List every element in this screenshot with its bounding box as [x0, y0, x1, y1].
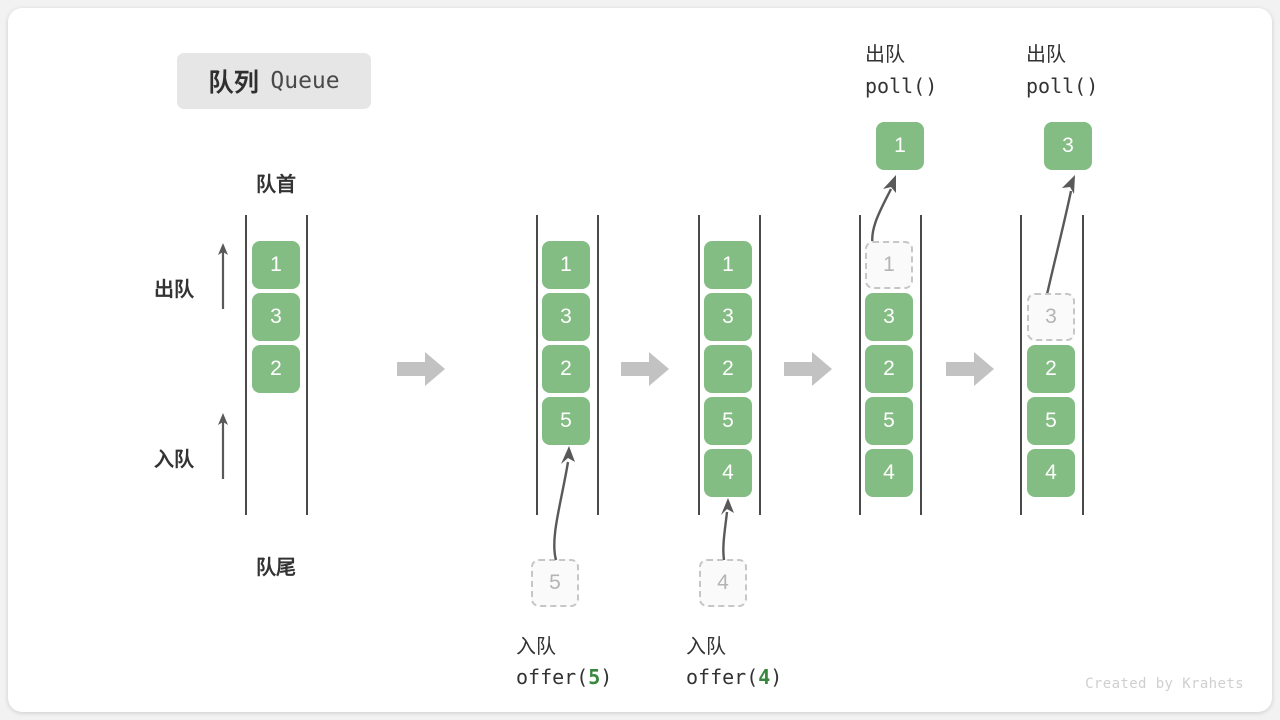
label-dequeue-direction: 出队: [154, 279, 194, 301]
stage-offer4-cell-1: 3: [704, 293, 752, 341]
stage-arrow-4-icon: [946, 352, 994, 386]
stage-initial-rail-right: [306, 215, 308, 515]
stage-poll3-label-code: poll(): [1026, 74, 1099, 98]
stage-poll3-rail-right: [1082, 215, 1084, 515]
stage-poll3-cell-2: 5: [1027, 397, 1075, 445]
stage-initial-cell-1: 3: [252, 293, 300, 341]
title-chinese: 队列: [208, 69, 260, 97]
stage-poll1-cell-0-ghost: 1: [865, 241, 913, 289]
stage-initial-rail-left: [245, 215, 247, 515]
stage-offer4-cell-3: 5: [704, 397, 752, 445]
stage-poll3-cell-1: 2: [1027, 345, 1075, 393]
stage-offer4-cell-4: 4: [704, 449, 752, 497]
stage-offer4-rail-left: [698, 215, 700, 515]
stage-poll3-label-cn: 出队: [1026, 44, 1066, 66]
stage-offer4-motion-arrow-icon: [721, 498, 734, 561]
stage-offer4-code-value: 4: [758, 665, 771, 689]
stage-poll3-cell-0-ghost: 3: [1027, 293, 1075, 341]
stage-arrow-2-icon: [621, 352, 669, 386]
stage-poll3-outgoing-cell: 3: [1044, 122, 1092, 170]
stage-poll1-cell-4: 4: [865, 449, 913, 497]
dequeue-direction-arrow-icon: [218, 243, 228, 309]
stage-poll1-outgoing-cell: 1: [876, 122, 924, 170]
stage-poll3-cell-3: 4: [1027, 449, 1075, 497]
stage-offer5-rail-left: [536, 215, 538, 515]
stage-offer5-code-prefix: offer(: [516, 665, 589, 689]
title-english: Queue: [270, 68, 340, 94]
stage-offer4-label-cn: 入队: [686, 636, 726, 658]
stage-poll1-motion-arrow-icon: [871, 175, 896, 248]
stage-offer5-cell-2: 2: [542, 345, 590, 393]
stage-offer4-cell-2: 2: [704, 345, 752, 393]
stage-offer5-cell-3: 5: [542, 397, 590, 445]
stage-poll1-label-cn: 出队: [865, 44, 905, 66]
stage-arrow-3-icon: [784, 352, 832, 386]
label-queue-front: 队首: [256, 174, 296, 196]
stage-offer4-code-suffix: ): [770, 665, 783, 689]
stage-offer5-label-code: offer(5): [516, 665, 612, 689]
stage-poll1-cell-1: 3: [865, 293, 913, 341]
stage-arrow-1-icon: [397, 352, 445, 386]
stage-poll1-rail-left: [859, 215, 861, 515]
stage-offer4-rail-right: [759, 215, 761, 515]
stage-offer5-incoming-ghost: 5: [531, 559, 579, 607]
stage-poll1-label-code: poll(): [865, 74, 938, 98]
stage-poll1-rail-right: [920, 215, 922, 515]
stage-offer4-incoming-ghost: 4: [699, 559, 747, 607]
stage-offer5-code-suffix: ): [600, 665, 613, 689]
stage-offer5-rail-right: [597, 215, 599, 515]
stage-offer5-cell-0: 1: [542, 241, 590, 289]
stage-offer5-label-cn: 入队: [516, 636, 556, 658]
stage-offer4-code-prefix: offer(: [686, 665, 759, 689]
stage-initial-cell-0: 1: [252, 241, 300, 289]
stage-offer4-cell-0: 1: [704, 241, 752, 289]
diagram-card: 队列 Queue 队首 1 3 2 队尾 出队 入队 1 3 2 5 5 入队 …: [8, 8, 1272, 712]
stage-poll3-rail-left: [1020, 215, 1022, 515]
stage-offer5-code-value: 5: [588, 665, 601, 689]
enqueue-direction-arrow-icon: [218, 413, 228, 479]
stage-offer4-label-code: offer(4): [686, 665, 782, 689]
credit-text: Created by Krahets: [1085, 676, 1244, 692]
stage-initial-cell-2: 2: [252, 345, 300, 393]
stage-poll1-cell-2: 2: [865, 345, 913, 393]
stage-poll1-cell-3: 5: [865, 397, 913, 445]
stage-offer5-cell-1: 3: [542, 293, 590, 341]
diagram-title-badge: 队列 Queue: [177, 53, 371, 109]
stage-offer5-motion-arrow-icon: [553, 446, 575, 561]
stage-poll3-motion-arrow-icon: [1044, 175, 1075, 300]
label-queue-rear: 队尾: [256, 557, 296, 579]
label-enqueue-direction: 入队: [154, 449, 194, 471]
